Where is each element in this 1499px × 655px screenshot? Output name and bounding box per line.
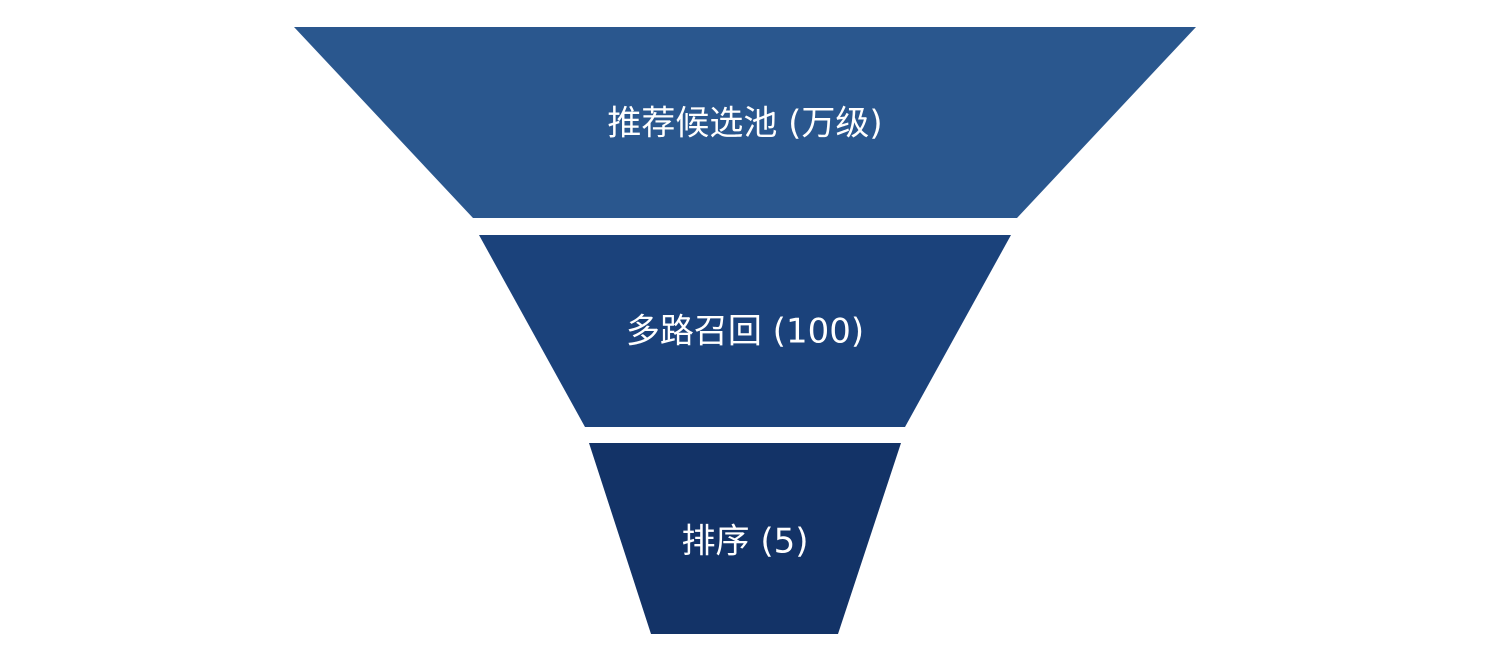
funnel-stage-candidate-pool-shape [294,27,1196,218]
funnel-stage-multi-recall-shape [479,235,1011,427]
funnel-stage-ranking-label: 排序 (5) [682,522,809,562]
funnel-stage-candidate-pool: 推荐候选池 (万级) [294,27,1196,218]
funnel-stage-multi-recall-label: 多路召回 (100) [626,312,864,352]
funnel-stage-ranking: 排序 (5) [589,443,901,634]
funnel-stage-ranking-shape [589,443,901,634]
funnel-stage-candidate-pool-label: 推荐候选池 (万级) [607,104,882,144]
funnel-stage-multi-recall: 多路召回 (100) [479,235,1011,427]
